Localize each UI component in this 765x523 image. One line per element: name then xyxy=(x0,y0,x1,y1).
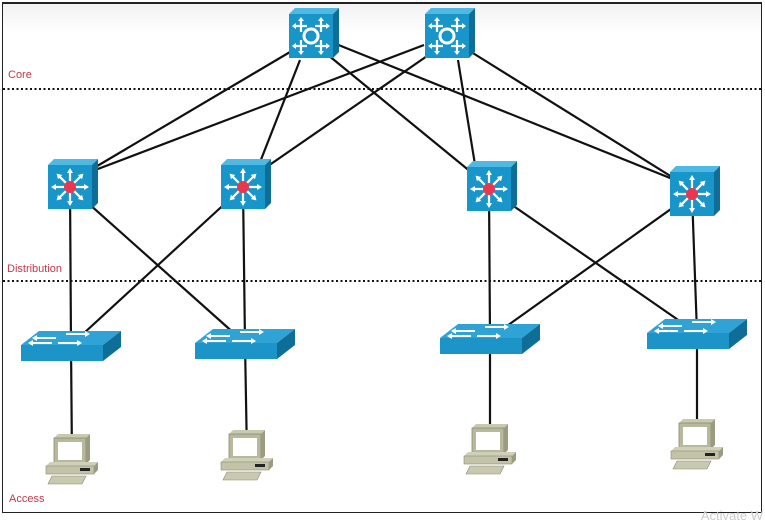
link-core-1-dist-4 xyxy=(335,42,681,184)
dist-4-multilayer-switch-icon[interactable] xyxy=(670,166,720,216)
dist-3-multilayer-switch-icon[interactable] xyxy=(467,161,517,211)
layer-label-access: Access xyxy=(9,493,45,505)
core-2-core-router-icon[interactable] xyxy=(425,8,475,58)
watermark-text: Activate W xyxy=(700,508,763,523)
acc-4-workgroup-switch-icon[interactable] xyxy=(647,319,747,349)
link-core-1-dist-3 xyxy=(327,54,478,178)
link-core-1-dist-2 xyxy=(253,59,302,176)
acc-2-workgroup-switch-icon[interactable] xyxy=(195,329,295,359)
link-dist-1-acc-1 xyxy=(68,186,73,346)
link-core-2-dist-3 xyxy=(456,59,479,178)
dist-1-multilayer-switch-icon[interactable] xyxy=(48,159,98,209)
link-dist-4-acc-3 xyxy=(489,193,693,339)
layer-label-core: Core xyxy=(8,69,32,81)
link-dist-2-acc-1 xyxy=(70,186,244,346)
link-core-2-dist-1 xyxy=(81,43,425,177)
dist-2-multilayer-switch-icon[interactable] xyxy=(221,159,271,209)
link-dist-4-acc-4 xyxy=(690,193,699,334)
link-dist-2-acc-2 xyxy=(241,186,247,344)
link-dist-3-acc-4 xyxy=(488,188,698,334)
link-core-1-dist-1 xyxy=(81,51,291,176)
acc-3-workgroup-switch-icon[interactable] xyxy=(440,324,540,354)
pc-1-pc-icon[interactable] xyxy=(45,434,98,485)
layer-label-distribution: Distribution xyxy=(7,263,63,275)
pc-2-pc-icon[interactable] xyxy=(220,430,273,481)
acc-1-workgroup-switch-icon[interactable] xyxy=(21,331,121,361)
pc-4-pc-icon[interactable] xyxy=(670,419,723,470)
link-core-2-dist-2 xyxy=(254,53,431,176)
pc-3-pc-icon[interactable] xyxy=(463,424,516,475)
link-dist-3-acc-3 xyxy=(487,188,492,339)
core-1-core-router-icon[interactable] xyxy=(289,8,339,58)
link-core-2-dist-4 xyxy=(467,49,681,183)
